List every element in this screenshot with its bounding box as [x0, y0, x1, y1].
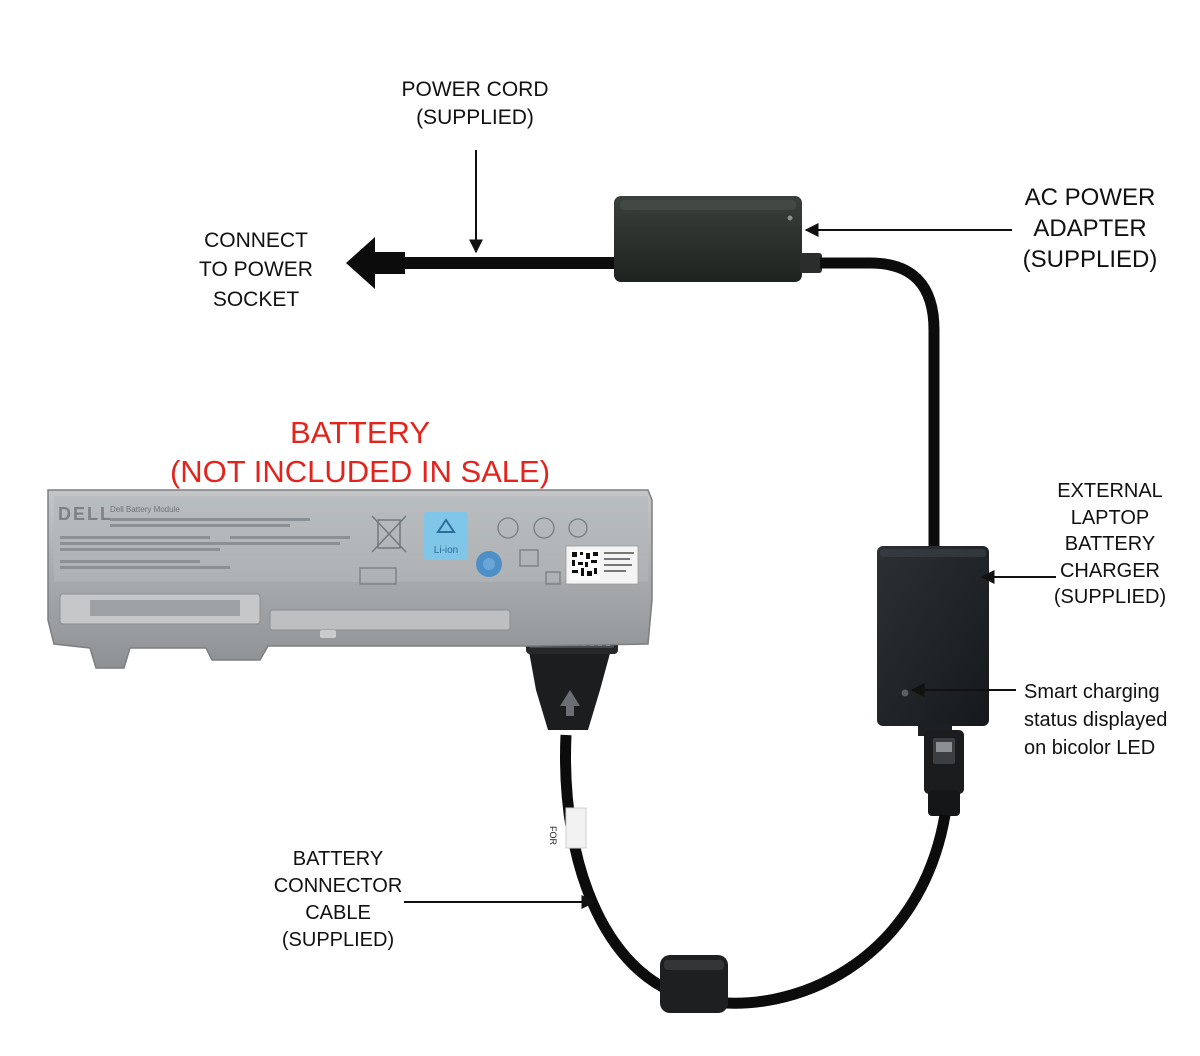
bicolor-led-icon: [901, 689, 909, 697]
charger-output-plug: [924, 730, 964, 816]
connector-cable-label: BATTERY CONNECTOR CABLE (SUPPLIED): [266, 846, 410, 954]
charger-label-line-5: (SUPPLIED): [1053, 586, 1167, 609]
battery-connector-cable: [560, 734, 951, 1009]
charger-label: EXTERNAL LAPTOP BATTERY CHARGER (SUPPLIE…: [1040, 478, 1180, 611]
connector-cable-label-line-4: (SUPPLIED): [281, 929, 395, 951]
power-cord-label: POWER CORD (SUPPLIED): [380, 76, 570, 131]
charger-label-line-3: BATTERY: [1064, 533, 1156, 556]
recycle-icon: [436, 518, 456, 533]
cable-strap: [660, 955, 728, 1013]
ac-adapter-label-line-2: ADAPTER: [1033, 215, 1147, 243]
battery-type-text: Li-ion: [434, 545, 458, 556]
led-status-label: Smart charging status displayed on bicol…: [1024, 678, 1196, 762]
led-status-label-line-2: status displayed: [1024, 709, 1168, 731]
power-socket-label-line-2: TO POWER: [199, 258, 313, 282]
certification-icons: [359, 517, 588, 585]
led-status-label-line-1: Smart charging: [1024, 681, 1160, 703]
battery-label: BATTERY (NOT INCLUDED IN SALE): [150, 414, 570, 492]
battery-label-line-1: BATTERY: [289, 415, 431, 450]
cable-tag: FOR: [548, 807, 587, 849]
laptop-battery: DELL Dell Battery Module Li-ion: [47, 489, 653, 669]
callout-arrows: [404, 150, 1056, 909]
connector-cable-label-line-1: BATTERY: [292, 848, 384, 870]
power-socket-label-line-3: SOCKET: [212, 287, 300, 311]
charger-label-line-1: EXTERNAL: [1057, 480, 1163, 502]
battery-label-line-2: (NOT INCLUDED IN SALE): [169, 453, 551, 489]
weee-bin-icon: [371, 515, 407, 553]
ac-adapter-label-line-1: AC POWER: [1024, 184, 1156, 211]
ac-adapter-label-line-3: (SUPPLIED): [1022, 246, 1158, 274]
adapter-output-cable: [820, 257, 940, 546]
external-battery-charger: [877, 546, 989, 736]
connector-cable-label-line-3: CABLE: [305, 902, 371, 924]
connector-cable-label-line-2: CONNECTOR: [273, 875, 403, 897]
battery-brand-logo: DELL: [58, 504, 113, 524]
barcode-icon: [570, 550, 634, 580]
power-cord-label-line-2: (SUPPLIED): [416, 105, 534, 129]
power-socket-arrow-icon: [346, 237, 405, 289]
ac-adapter-label: AC POWER ADAPTER (SUPPLIED): [1010, 182, 1170, 276]
power-socket-label: CONNECT TO POWER SOCKET: [186, 226, 326, 314]
ac-power-adapter: [614, 196, 822, 282]
cable-tag-text: FOR: [548, 826, 558, 845]
led-status-label-line-3: on bicolor LED: [1024, 737, 1156, 759]
power-socket-label-line-1: CONNECT: [204, 229, 308, 252]
power-cord-label-line-1: POWER CORD: [401, 78, 549, 101]
charger-label-line-2: LAPTOP: [1070, 506, 1150, 529]
battery-module-text: Dell Battery Module: [110, 505, 180, 514]
charger-label-line-4: CHARGER: [1059, 559, 1160, 582]
